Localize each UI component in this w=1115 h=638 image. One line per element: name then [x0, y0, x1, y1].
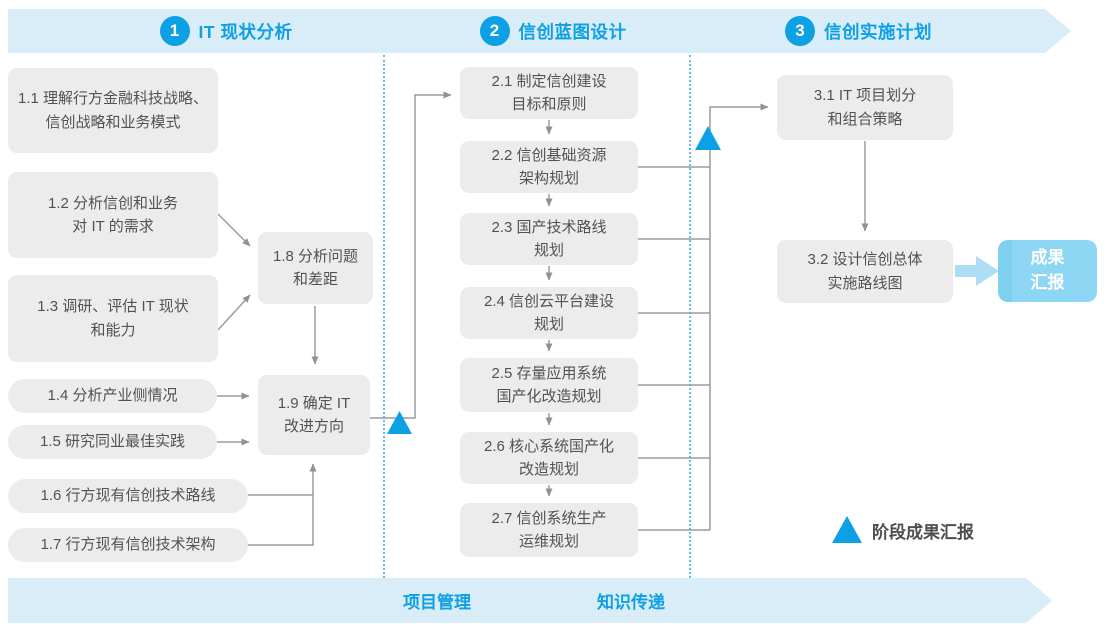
- task-pill-1-4: 1.4 分析产业侧情况: [8, 379, 217, 413]
- phase-3-number-badge: 3: [785, 16, 815, 46]
- legend-label: 阶段成果汇报: [872, 523, 974, 542]
- block-arrow-to-result-icon: [955, 256, 999, 286]
- task-box-3-1: 3.1 IT 项目划分 和组合策略: [777, 75, 953, 140]
- result-report-box: 成果 汇报: [998, 240, 1097, 302]
- task-1-3-line1: 1.3 调研、评估 IT 现状: [37, 298, 189, 316]
- phase-divider-dotted-line-2: [689, 55, 691, 578]
- task-2-7-line2: 运维规划: [518, 533, 579, 550]
- task-2-7-line1: 2.7 信创系统生产: [491, 509, 607, 527]
- task-box-1-3: 1.3 调研、评估 IT 现状 和能力: [8, 275, 218, 362]
- task-pill-1-6: 1.6 行方现有信创技术路线: [8, 479, 248, 513]
- task-box-1-8: 1.8 分析问题 和差距: [258, 232, 373, 304]
- task-2-2-line1: 2.2 信创基础资源: [491, 146, 607, 164]
- task-1-6-label: 1.6 行方现有信创技术路线: [40, 487, 216, 505]
- task-box-1-9: 1.9 确定 IT 改进方向: [258, 375, 370, 455]
- phase-2-title: 信创蓝图设计: [518, 21, 627, 42]
- task-2-5-line1: 2.5 存量应用系统: [491, 364, 607, 382]
- task-3-1-line1: 3.1 IT 项目划分: [813, 87, 917, 105]
- task-1-3-line2: 和能力: [90, 321, 136, 339]
- phase-banner-2: 2 信创蓝图设计: [367, 9, 709, 53]
- task-2-1-line1: 2.1 制定信创建设: [491, 72, 607, 90]
- phase-banner-3: 3 信创实施计划: [662, 9, 1071, 53]
- task-box-2-2: 2.2 信创基础资源 架构规划: [460, 141, 638, 193]
- phase-divider-dotted-line-1: [383, 55, 385, 578]
- task-1-8-line2: 和差距: [292, 271, 338, 288]
- task-box-2-5: 2.5 存量应用系统 国产化改造规划: [460, 358, 638, 412]
- task-1-7-label: 1.7 行方现有信创技术架构: [40, 536, 216, 554]
- result-report-line2: 汇报: [1030, 273, 1065, 292]
- task-1-4-label: 1.4 分析产业侧情况: [47, 387, 178, 405]
- result-report-line1: 成果: [1030, 248, 1065, 268]
- task-pill-1-5: 1.5 研究同业最佳实践: [8, 425, 217, 459]
- task-1-8-line1: 1.8 分析问题: [272, 247, 359, 265]
- task-2-4-line1: 2.4 信创云平台建设: [483, 292, 615, 310]
- task-1-9-line2: 改进方向: [283, 418, 344, 435]
- legend-triangle-icon: [832, 516, 862, 543]
- milestone-triangle-phase2-icon: [695, 126, 721, 150]
- phase-1-title: IT 现状分析: [198, 21, 293, 42]
- task-box-2-3: 2.3 国产技术路线 规划: [460, 213, 638, 265]
- footer-item-knowledge-transfer: 知识传递: [597, 593, 665, 612]
- phase-2-number-badge: 2: [480, 16, 510, 46]
- task-2-1-line2: 目标和原则: [511, 96, 587, 113]
- task-1-9-line1: 1.9 确定 IT: [277, 394, 351, 412]
- footer-banner: 项目管理 知识传递: [8, 578, 1052, 623]
- task-1-5-label: 1.5 研究同业最佳实践: [39, 433, 186, 451]
- task-box-2-6: 2.6 核心系统国产化 改造规划: [460, 432, 638, 484]
- task-box-1-2: 1.2 分析信创和业务 对 IT 的需求: [8, 172, 218, 258]
- phase-banner-1: 1 IT 现状分析: [8, 9, 414, 53]
- task-3-2-line1: 3.2 设计信创总体: [807, 251, 923, 269]
- task-1-1-line1: 1.1 理解行方金融科技战略、: [17, 90, 209, 108]
- task-2-6-line1: 2.6 核心系统国产化: [483, 437, 615, 455]
- task-2-4-line2: 规划: [533, 316, 564, 333]
- milestone-triangle-phase1-icon: [387, 411, 412, 434]
- task-1-2-line1: 1.2 分析信创和业务: [47, 194, 179, 212]
- task-3-1-line2: 和组合策略: [827, 110, 903, 128]
- task-2-5-line2: 国产化改造规划: [496, 388, 602, 405]
- task-box-2-7: 2.7 信创系统生产 运维规划: [460, 503, 638, 557]
- task-2-3-line2: 规划: [533, 242, 564, 259]
- task-1-1-line2: 信创战略和业务模式: [45, 113, 181, 131]
- task-1-2-line2: 对 IT 的需求: [72, 218, 154, 235]
- task-2-2-line2: 架构规划: [518, 170, 579, 187]
- task-box-2-4: 2.4 信创云平台建设 规划: [460, 287, 638, 339]
- phase-3-title: 信创实施计划: [824, 21, 932, 42]
- task-2-6-line2: 改造规划: [518, 461, 579, 478]
- task-box-2-1: 2.1 制定信创建设 目标和原则: [460, 67, 638, 119]
- task-2-3-line1: 2.3 国产技术路线: [491, 218, 607, 236]
- task-pill-1-7: 1.7 行方现有信创技术架构: [8, 528, 248, 562]
- task-3-2-line2: 实施路线图: [827, 274, 903, 292]
- footer-item-project-management: 项目管理: [403, 593, 471, 612]
- task-box-1-1: 1.1 理解行方金融科技战略、 信创战略和业务模式: [8, 68, 218, 153]
- phase-1-number-badge: 1: [160, 16, 190, 46]
- task-box-3-2: 3.2 设计信创总体 实施路线图: [777, 240, 953, 303]
